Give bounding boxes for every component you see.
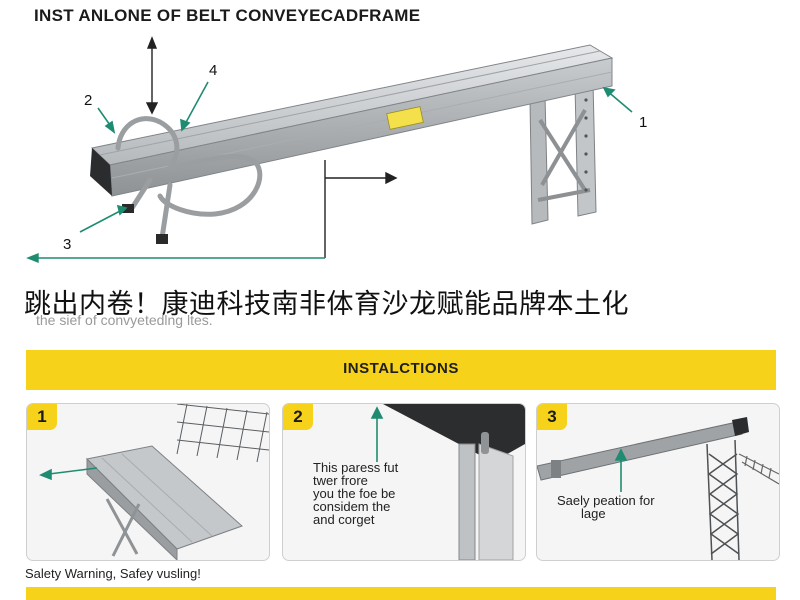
step-number-1: 1 — [37, 407, 47, 426]
step-number-3: 3 — [547, 407, 557, 426]
instructions-banner: INSTALCTIONS — [26, 350, 776, 390]
page-title: INST ANLONE OF BELT CONVEYECADFRAME — [34, 6, 421, 25]
step-badge-3: 3 — [537, 404, 567, 430]
step-panel-1: 1 — [26, 403, 270, 561]
step-3-line: Saely peation for — [557, 493, 655, 508]
callout-4: 4 — [209, 62, 218, 79]
callout-1: 1 — [639, 114, 648, 131]
step-2-line: This paress fut — [313, 460, 399, 475]
callout-3: 3 — [63, 236, 72, 253]
overlay-caption: 跳出内卷！康迪科技南非体育沙龙赋能品牌本土化 — [24, 289, 629, 320]
step-panel-3: 3 Saely peation for lage — [536, 403, 780, 561]
step-2-line: and corget — [313, 512, 375, 527]
step-badge-2: 2 — [283, 404, 313, 430]
step-3-line: lage — [581, 506, 606, 521]
callout-2: 2 — [84, 92, 93, 109]
step-3-text: Saely peation for lage — [557, 494, 717, 520]
faded-caption: the sief of convyetedlng ltes. — [36, 312, 213, 328]
step-2-text: This paress fut twer frore you the foe b… — [313, 461, 463, 526]
step-number-2: 2 — [293, 407, 303, 426]
step-badge-1: 1 — [27, 404, 57, 430]
step-2-line: you the foe be — [313, 486, 396, 501]
bottom-yellow-strip — [26, 587, 776, 600]
step-2-line: twer frore — [313, 473, 368, 488]
safety-warning-caption: Salety Warning, Safey vusling! — [25, 566, 201, 581]
callout-arrows — [79, 81, 633, 233]
frame-handle — [115, 116, 263, 241]
conveyor-rail — [90, 44, 614, 197]
step-2-illustration — [370, 404, 525, 560]
belt-conveyor-frame-illustration — [26, 36, 633, 264]
step-2-line: considem the — [313, 499, 391, 514]
step-3-illustration — [537, 417, 779, 560]
support-legs — [529, 81, 597, 225]
step-1-illustration — [39, 404, 269, 560]
banner-title: INSTALCTIONS — [343, 360, 459, 377]
step-panel-2: 2 This paress fut twer frore you the foe… — [282, 403, 526, 561]
dimension-arrows — [26, 36, 398, 264]
